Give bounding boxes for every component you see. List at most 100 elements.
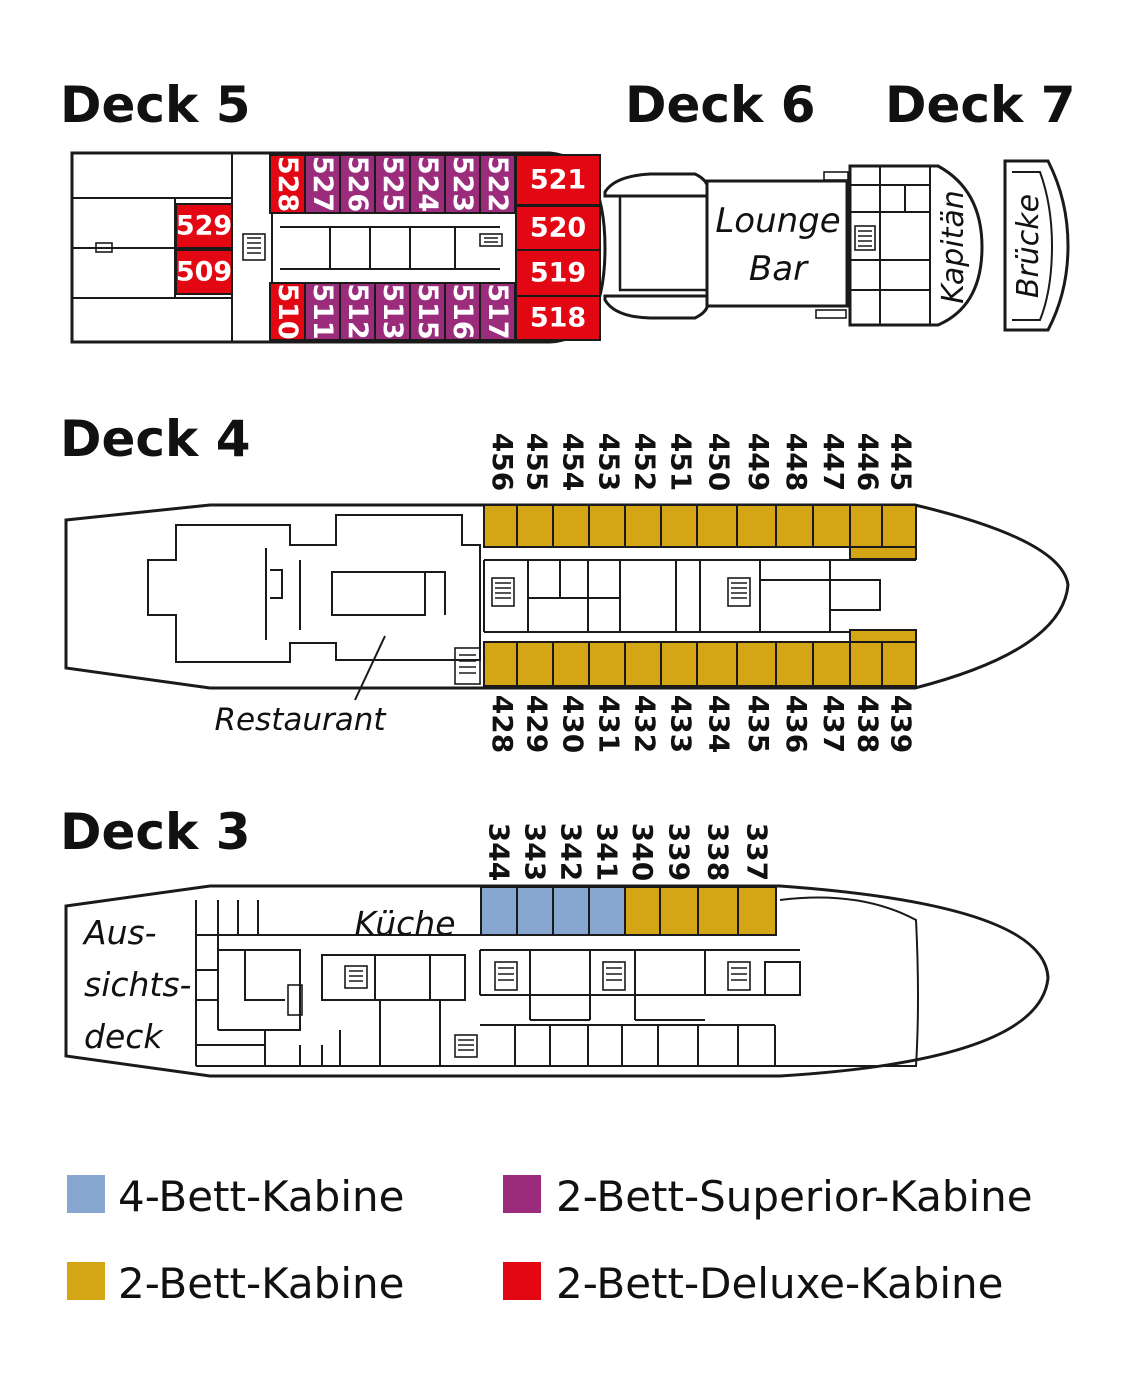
- legend-swatch-four-bed: [67, 1175, 105, 1213]
- cabin-box: [175, 249, 233, 295]
- cabin-number-label: 453: [593, 433, 626, 491]
- cabin-box: [552, 886, 590, 936]
- deck3-title: Deck 3: [60, 803, 251, 861]
- legend-swatch-two-bed: [67, 1262, 105, 1300]
- cabin-box: [624, 504, 662, 548]
- deck3-cabins: [480, 886, 777, 936]
- cabin-box: [812, 641, 851, 687]
- legend-label-deluxe: 2-Bett-Deluxe-Kabine: [556, 1259, 1003, 1308]
- deck4-corridor-detail: [483, 559, 916, 633]
- cabin-number-label: 445: [885, 433, 918, 491]
- cabin-box: [374, 154, 411, 214]
- cabin-box: [269, 154, 306, 214]
- cabin-box: [515, 154, 601, 206]
- deck4-stairs: [454, 577, 751, 685]
- cabin-box: [775, 641, 814, 687]
- cabin-number: 525: [377, 156, 408, 212]
- cabin-box: [849, 504, 883, 548]
- deck7-wheelhouse: [848, 164, 984, 327]
- cabin-box: [736, 504, 777, 548]
- cabin-344: [480, 886, 518, 936]
- cabin-510: 510: [269, 282, 306, 341]
- cabin-516: 516: [444, 282, 481, 341]
- cabin-434: [696, 641, 738, 687]
- cabin-number: 521: [530, 165, 586, 196]
- cabin-box: [479, 282, 516, 341]
- cabin-450: [696, 504, 738, 548]
- legend-swatch-deluxe: [503, 1262, 541, 1300]
- cabin-box: [515, 249, 601, 297]
- deck6-lifeboat-lower: [603, 294, 710, 320]
- cabin-number-label: 339: [663, 823, 696, 881]
- cabin-number-label: 446: [852, 433, 885, 491]
- cabin-box: [304, 282, 341, 341]
- cabin-512: 512: [339, 282, 376, 341]
- deck3-inner-outline: [195, 896, 919, 1067]
- cabin-525: 525: [374, 154, 411, 214]
- cabin-number-label: 341: [591, 823, 624, 881]
- cabin-number-label: 433: [665, 695, 698, 753]
- cabin-339: [659, 886, 699, 936]
- cabin-box: [736, 641, 777, 687]
- deck3-aft-rooms: [196, 900, 480, 1066]
- cabin-435: [736, 641, 777, 687]
- cabin-box: [775, 504, 814, 548]
- cabin-box: [696, 641, 738, 687]
- cabin-number-label: 432: [629, 695, 662, 753]
- cabin-box: [269, 282, 306, 341]
- cabin-432: [624, 641, 662, 687]
- cabin-number-label: 428: [486, 695, 519, 753]
- cabin-527: 527: [304, 154, 341, 214]
- deck3-kitchen-label: Küche: [354, 904, 455, 943]
- deck4-title: Deck 4: [60, 410, 251, 468]
- cabin-number: 515: [412, 283, 443, 339]
- cabin-520: 520: [515, 205, 601, 251]
- deck7-stairs: [815, 171, 876, 319]
- cabin-337: [737, 886, 777, 936]
- cabin-box: [660, 641, 698, 687]
- cabin-box: [552, 504, 590, 548]
- legend-label-four-bed: 4-Bett-Kabine: [118, 1172, 404, 1221]
- deck6-title: Deck 6: [625, 76, 816, 134]
- cabin-number-label: 338: [702, 823, 735, 881]
- cabin-number-label: 343: [519, 823, 552, 881]
- cabin-519: 519: [515, 249, 601, 297]
- cabin-number-label: 449: [742, 433, 775, 491]
- cabin-number-label: 344: [483, 823, 516, 881]
- cabin-number-label: 452: [629, 433, 662, 491]
- cabin-528: 528: [269, 154, 306, 214]
- deck4-bow-cabin-upper: [849, 546, 917, 560]
- deck7-bridge: [1003, 159, 1070, 332]
- cabin-number: 512: [342, 283, 373, 339]
- deck4-restaurant-pointer: [354, 635, 386, 701]
- cabin-515: 515: [409, 282, 446, 341]
- cabin-number-label: 340: [626, 823, 659, 881]
- cabin-box: [516, 641, 554, 687]
- deck7-rooms: [850, 166, 931, 325]
- cabin-454: [552, 504, 590, 548]
- cabin-429: [516, 641, 554, 687]
- cabin-number-label: 450: [703, 433, 736, 491]
- cabin-box: [409, 282, 446, 341]
- cabin-522: 522: [479, 154, 516, 214]
- legend-swatch-superior: [503, 1175, 541, 1213]
- cabin-number-label: 437: [817, 695, 850, 753]
- cabin-box: [483, 504, 518, 548]
- cabin-number: 524: [412, 156, 443, 212]
- cabin-number-label: 435: [742, 695, 775, 753]
- cabin-box: [552, 641, 590, 687]
- deck6-lifeboat-upper: [603, 172, 710, 198]
- cabin-box: [374, 282, 411, 341]
- cabin-449: [736, 504, 777, 548]
- cabin-509: 509: [175, 249, 233, 295]
- cabin-518: 518: [515, 295, 601, 341]
- cabin-number-label: 439: [885, 695, 918, 753]
- cabin-453: [588, 504, 626, 548]
- cabin-box: [444, 154, 481, 214]
- legend: 4-Bett-Kabine 2-Bett-Kabine 2-Bett-Super…: [67, 1172, 1033, 1308]
- deck4-restaurant-area: [147, 514, 481, 663]
- cabin-437: [812, 641, 851, 687]
- cabin-box: [516, 886, 554, 936]
- cabin-451: [660, 504, 698, 548]
